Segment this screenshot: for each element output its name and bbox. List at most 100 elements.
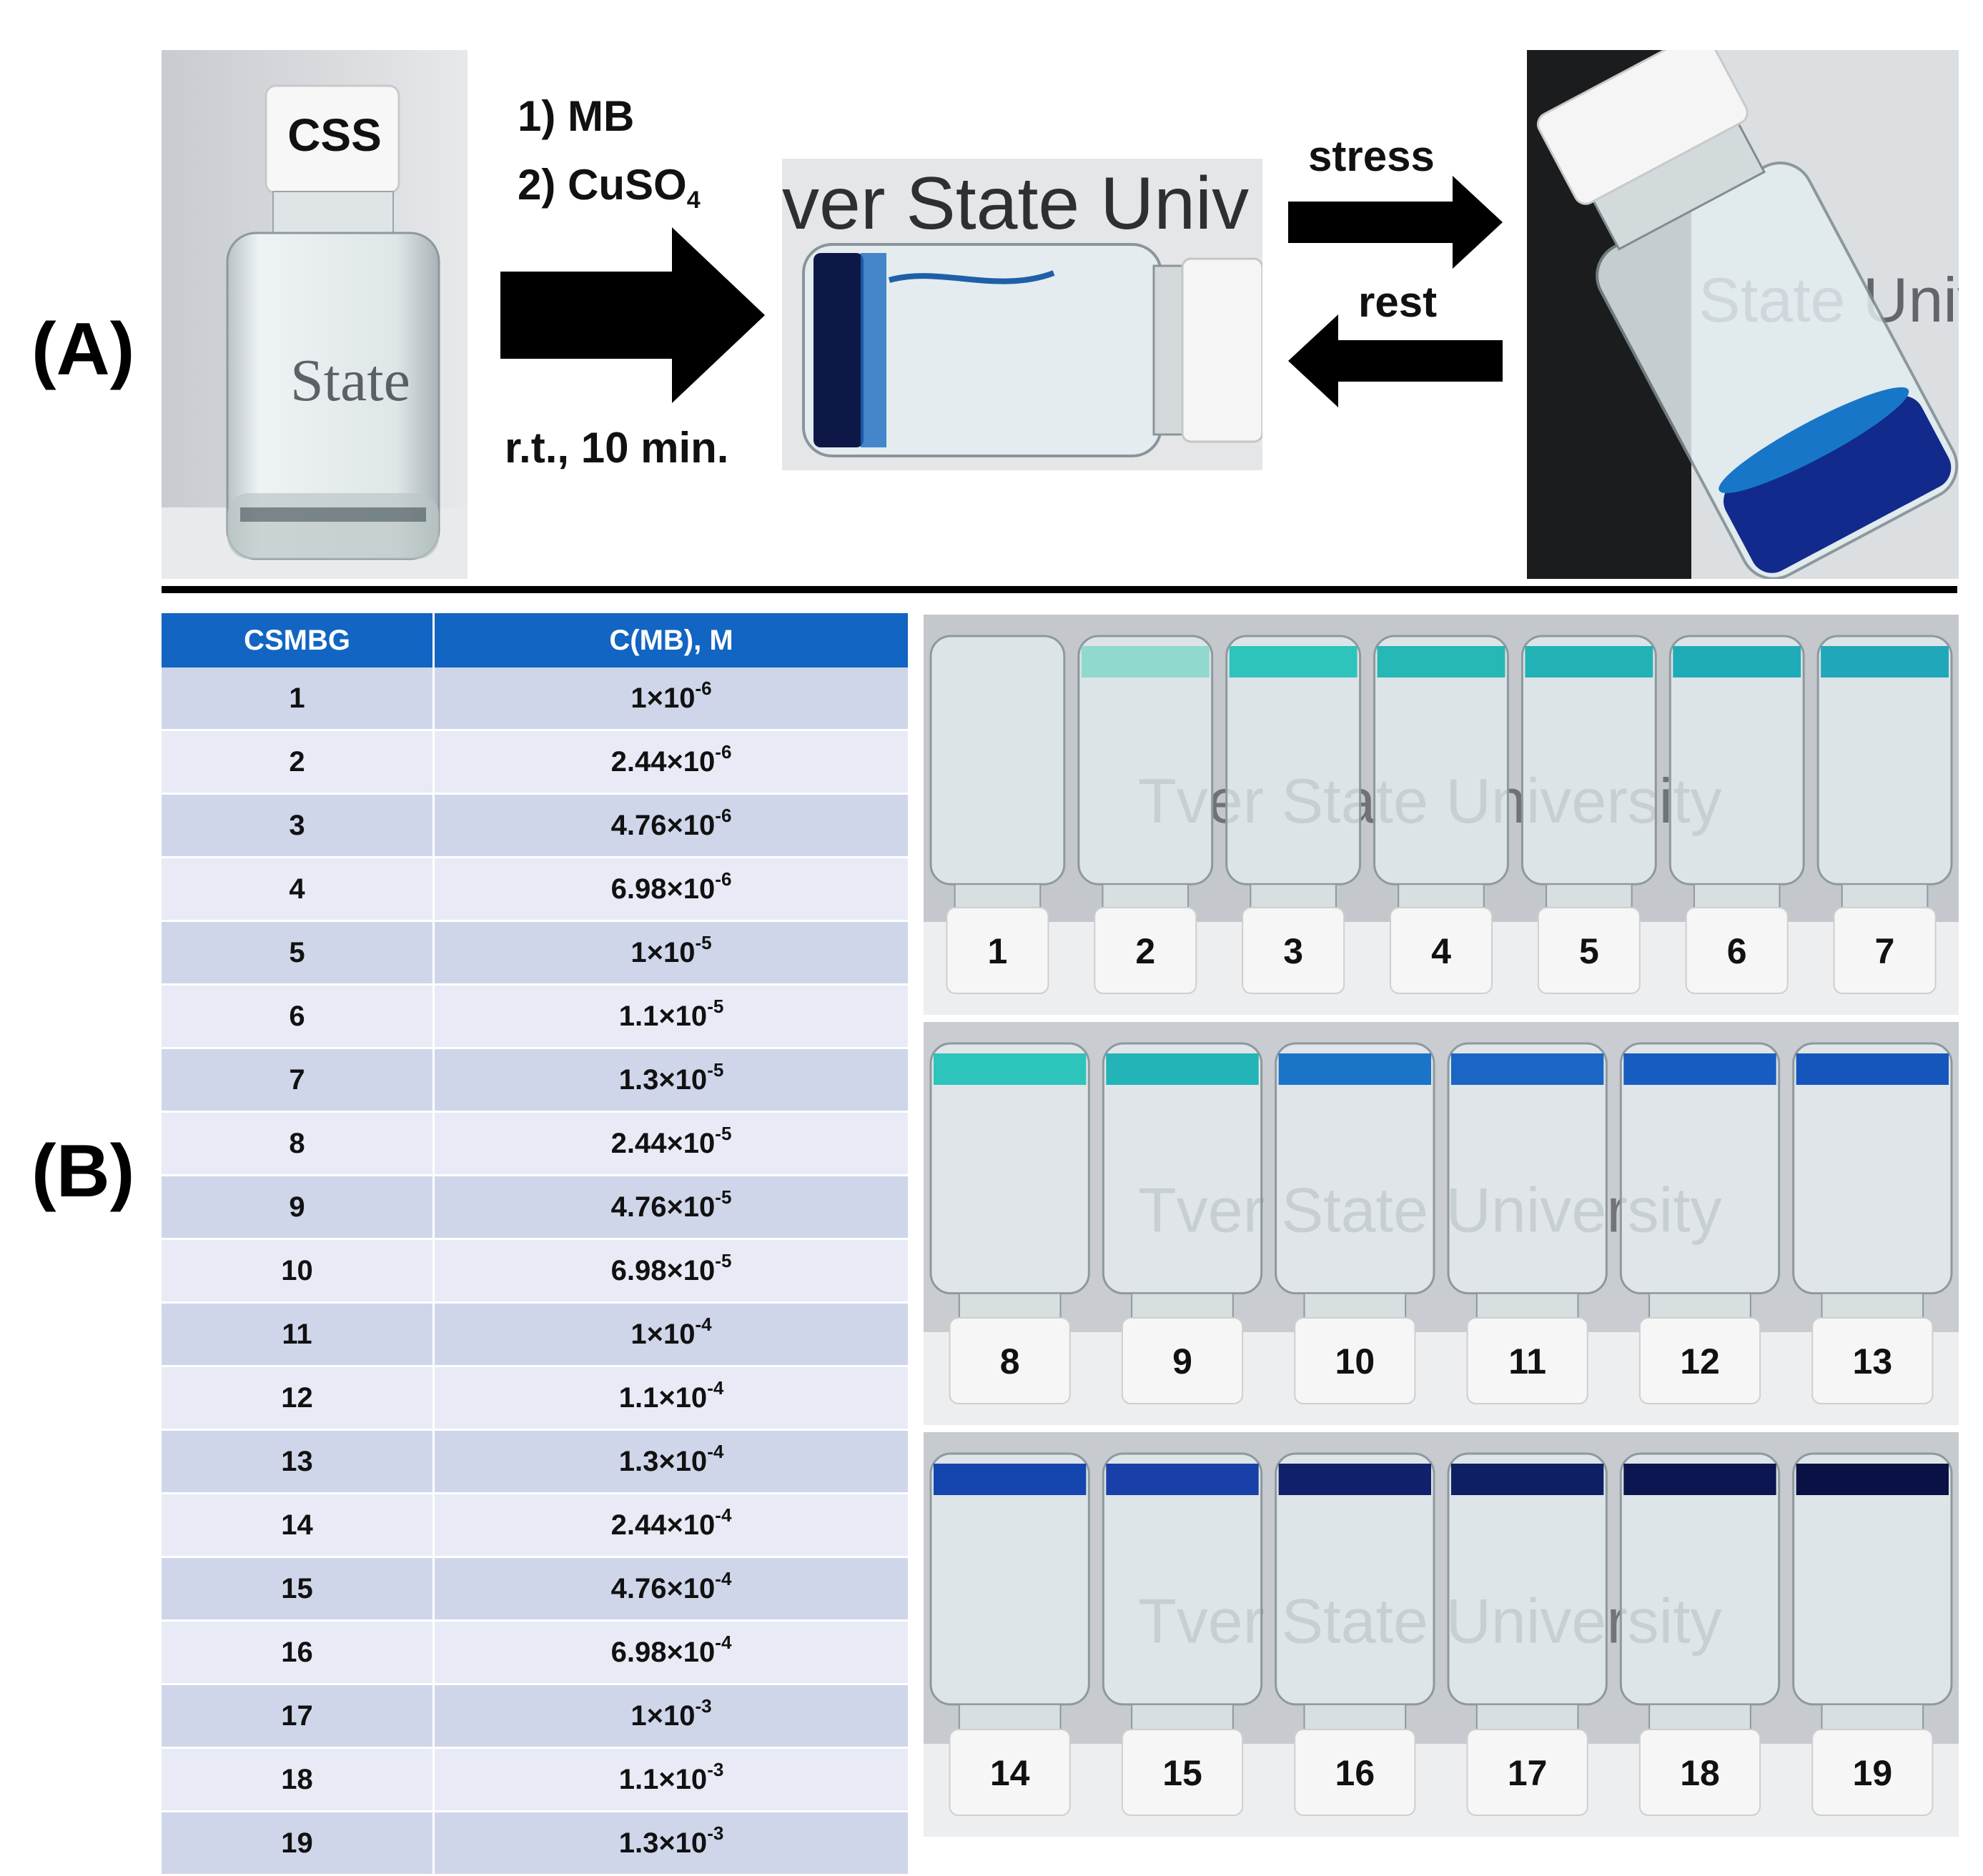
cell-concentration: 1×10-3 [433,1684,908,1749]
concentration-exponent: -4 [707,1376,724,1399]
cell-concentration: 6.98×10-6 [433,857,908,922]
concentration-exponent: -4 [715,1504,732,1526]
vial: 1 [929,635,1066,994]
cell-sample-id: 15 [162,1557,435,1622]
cell-concentration: 2.44×10-5 [433,1111,908,1176]
cell-sample-id: 16 [162,1620,435,1685]
vial-number-label: 8 [1000,1341,1020,1381]
concentration-mantissa: 1.3×10 [618,1063,708,1096]
rest-label: rest [1358,278,1438,326]
cell-concentration: 1.3×10-5 [433,1048,908,1113]
concentration-mantissa: 4.76×10 [610,1572,716,1604]
concentration-mantissa: 4.76×10 [610,809,716,841]
cell-sample-id: 8 [162,1111,435,1176]
vial: 7 [1816,635,1953,994]
cell-sample-id: 14 [162,1493,435,1558]
reaction-arrow-icon [500,227,765,403]
vial: 14 [929,1452,1090,1816]
vial: 12 [1619,1042,1781,1404]
photo-css-vial: State CSS [162,50,468,579]
vial: 4 [1373,635,1509,994]
concentration-exponent: -6 [695,677,712,699]
vial-number-label: 17 [1508,1753,1548,1793]
vial: 16 [1275,1452,1435,1816]
concentration-mantissa: 1.3×10 [618,1827,708,1859]
concentration-exponent: -5 [715,1249,732,1271]
concentration-exponent: -5 [715,1122,732,1144]
cell-sample-id: 1 [162,667,435,731]
cell-sample-id: 4 [162,857,435,922]
concentration-exponent: -4 [707,1440,724,1462]
cell-concentration: 1.1×10-4 [433,1366,908,1431]
concentration-exponent: -5 [707,995,724,1017]
step-cuso4: 2) CuSO4 [518,160,701,212]
tilted-vial-illustration: State Unive [1527,50,1959,579]
cell-sample-id: 13 [162,1429,435,1494]
vial: 15 [1102,1452,1263,1816]
cell-concentration: 2.44×10-6 [433,730,908,795]
vial: 2 [1077,635,1214,994]
concentration-exponent: -6 [715,868,732,890]
vial: 3 [1225,635,1362,994]
vial: 8 [929,1042,1090,1404]
vial-number-label: 6 [1727,931,1747,971]
cell-sample-id: 2 [162,730,435,795]
vial-strip-3-illustration: Tver State University141516171819 [924,1432,1959,1837]
concentration-mantissa: 1.1×10 [618,1000,708,1032]
cell-sample-id: 10 [162,1239,435,1304]
concentration-mantissa: 1×10 [630,682,696,714]
concentration-exponent: -4 [695,1313,712,1335]
concentration-exponent: -3 [707,1822,724,1844]
cell-concentration: 1.3×10-4 [433,1429,908,1494]
vial-photo-strip-2: Tver State University8910111213 [924,1022,1959,1425]
vial: 5 [1520,635,1657,994]
header-csmbg: CSMBG [162,613,435,667]
vial-number-label: 5 [1579,931,1599,971]
concentration-mantissa: 1×10 [630,1699,696,1732]
step-mb: 1) MB [518,92,635,140]
step-cuso4-subscript: 4 [686,187,701,214]
cell-concentration: 4.76×10-4 [433,1557,908,1622]
concentration-mantissa: 2.44×10 [610,1509,716,1541]
cell-sample-id: 3 [162,793,435,858]
vial-number-label: 12 [1680,1341,1720,1381]
panel-label-b: (B) [31,1130,135,1213]
stress-label: stress [1308,132,1435,180]
concentration-exponent: -4 [715,1567,732,1589]
vial-number-label: 3 [1283,931,1303,971]
vial-number-label: 9 [1172,1341,1192,1381]
gel-vial-illustration: ver State Univ [782,159,1262,470]
cell-sample-id: 18 [162,1747,435,1812]
vial-number-label: 11 [1508,1341,1546,1381]
vial-number-label: 15 [1162,1753,1202,1793]
concentration-mantissa: 1.1×10 [618,1763,708,1795]
concentration-exponent: -4 [715,1631,732,1653]
vial-photo-strip-3: Tver State University141516171819 [924,1432,1959,1837]
cell-concentration: 6.98×10-5 [433,1239,908,1304]
css-vial-illustration: State [162,50,468,579]
vial: 9 [1102,1042,1263,1404]
rest-arrow-icon [1288,314,1503,407]
vial: 6 [1668,635,1805,994]
vial-strip-1-illustration: Tver State University1234567 [924,615,1959,1015]
concentration-exponent: -6 [715,804,732,826]
cell-concentration: 2.44×10-4 [433,1493,908,1558]
header-concentration: C(MB), M [433,613,908,667]
cell-concentration: 1×10-4 [433,1302,908,1367]
vial-strip-2-illustration: Tver State University8910111213 [924,1022,1959,1425]
photo-gel-vial-horizontal: ver State Univ [782,159,1262,470]
photo-background-text: State [290,347,410,414]
cell-sample-id: 5 [162,920,435,986]
concentration-exponent: -3 [695,1694,712,1717]
cell-sample-id: 17 [162,1684,435,1749]
